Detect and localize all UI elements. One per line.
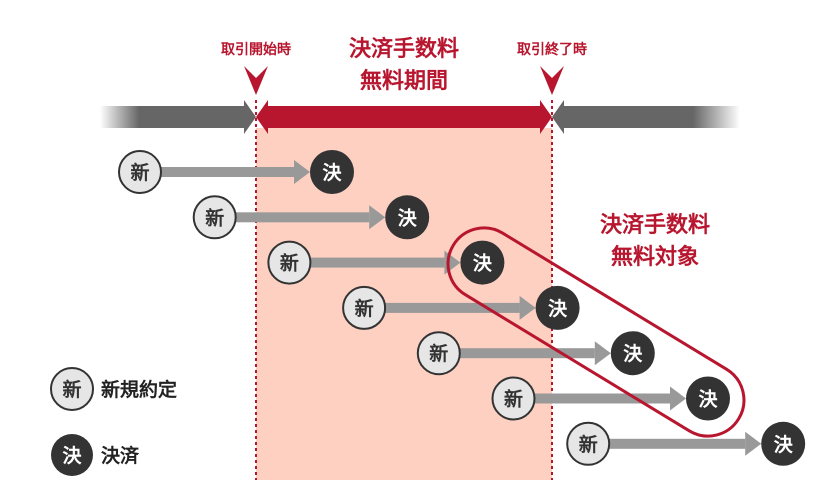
close-symbol: 決 bbox=[548, 298, 568, 320]
trade-row: 新決 bbox=[267, 240, 505, 285]
end-marker-icon bbox=[540, 66, 564, 95]
open-circle-icon bbox=[416, 331, 461, 376]
close-symbol: 決 bbox=[322, 162, 342, 184]
trade-arrow-head bbox=[369, 205, 386, 230]
close-circle-icon bbox=[686, 376, 730, 421]
trade-row: 新決 bbox=[416, 331, 655, 376]
trade-arrow-shaft bbox=[458, 348, 595, 359]
trade-arrow-shaft bbox=[160, 167, 294, 177]
highlight-label-line2: 無料対象 bbox=[611, 244, 699, 270]
open-circle-icon bbox=[491, 376, 536, 421]
free-period-arrow bbox=[256, 100, 552, 134]
close-symbol: 決 bbox=[698, 389, 718, 411]
free-target-highlight bbox=[446, 226, 746, 438]
start-marker-icon bbox=[244, 66, 268, 95]
trade-row: 新決 bbox=[192, 195, 430, 240]
open-circle-icon bbox=[192, 195, 237, 240]
close-symbol: 決 bbox=[398, 207, 418, 229]
legend-close-symbol: 決 bbox=[62, 445, 82, 467]
close-symbol: 決 bbox=[774, 434, 794, 456]
trade-arrow-head bbox=[294, 160, 310, 184]
open-symbol: 新 bbox=[579, 433, 598, 456]
close-circle-icon bbox=[385, 195, 430, 240]
open-symbol: 新 bbox=[429, 342, 448, 365]
open-symbol: 新 bbox=[355, 297, 374, 320]
open-symbol: 新 bbox=[205, 206, 224, 229]
legend-close-label: 決済 bbox=[101, 444, 140, 467]
open-symbol: 新 bbox=[504, 388, 523, 411]
legend-open-icon bbox=[50, 367, 94, 411]
highlight-label-line1: 決済手数料 bbox=[600, 212, 710, 238]
close-circle-icon bbox=[761, 421, 806, 466]
trade-row: 新決 bbox=[566, 421, 806, 466]
trade-arrow-shaft bbox=[533, 393, 670, 404]
close-symbol: 決 bbox=[623, 343, 643, 365]
legend-open-label: 新規約定 bbox=[101, 378, 177, 401]
trade-row: 新決 bbox=[342, 285, 580, 330]
end-label: 取引終了時 bbox=[517, 41, 587, 58]
open-circle-icon bbox=[566, 421, 611, 466]
trade-arrow-head bbox=[594, 341, 611, 366]
left-gray-arrow bbox=[100, 100, 256, 134]
close-circle-icon bbox=[535, 285, 580, 330]
trade-arrow-shaft bbox=[384, 302, 520, 313]
close-circle-icon bbox=[460, 240, 505, 285]
legend-close-icon bbox=[51, 434, 93, 476]
period-title-line2: 無料期間 bbox=[360, 68, 448, 94]
close-circle-icon bbox=[310, 150, 354, 194]
open-circle-icon bbox=[267, 240, 312, 285]
start-label: 取引開始時 bbox=[221, 41, 291, 58]
trade-arrow-shaft bbox=[608, 438, 746, 449]
open-circle-icon bbox=[118, 150, 162, 194]
legend-open-symbol: 新 bbox=[62, 378, 81, 401]
trade-arrow-shaft bbox=[309, 257, 445, 268]
trade-arrow-shaft bbox=[234, 212, 370, 223]
open-circle-icon bbox=[342, 285, 387, 330]
trade-arrow-head bbox=[670, 386, 686, 411]
trade-arrow-head bbox=[519, 295, 536, 320]
close-circle-icon bbox=[610, 331, 655, 376]
open-symbol: 新 bbox=[280, 252, 299, 275]
trade-row: 新決 bbox=[491, 376, 730, 421]
close-symbol: 決 bbox=[473, 253, 493, 275]
period-title-line1: 決済手数料 bbox=[349, 36, 459, 62]
open-symbol: 新 bbox=[130, 161, 149, 184]
trade-row: 新決 bbox=[118, 150, 354, 194]
trade-arrow-head bbox=[745, 431, 762, 456]
right-gray-arrow bbox=[552, 100, 740, 134]
